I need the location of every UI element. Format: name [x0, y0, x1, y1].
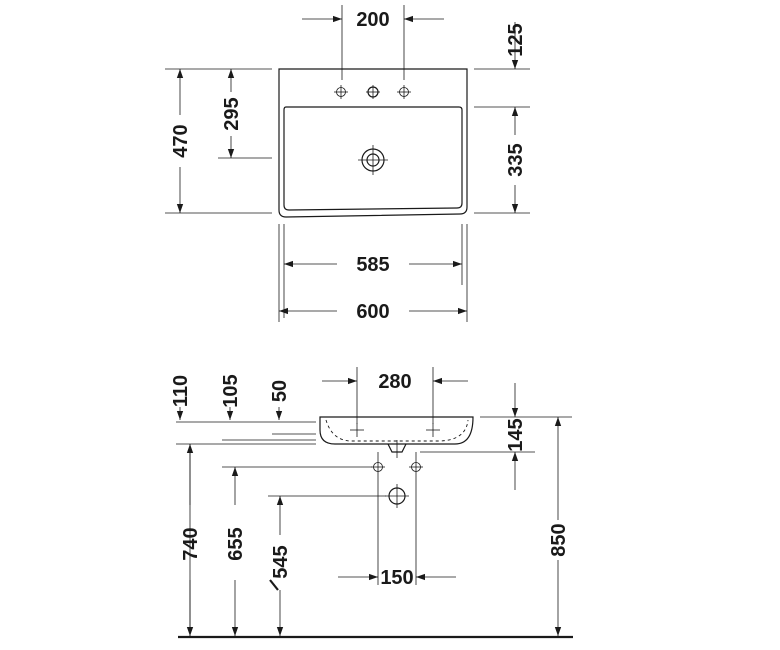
dim-150: 150	[338, 567, 456, 589]
dim-105-label: 105	[220, 374, 242, 407]
dim-585-label: 585	[356, 254, 389, 276]
basin-outline-front	[319, 416, 474, 445]
side-view: 280 145 850 110 105 50	[170, 367, 573, 639]
dim-600-label: 600	[356, 301, 389, 323]
tap-holes	[334, 85, 411, 99]
dim-125: 125	[474, 22, 530, 70]
dim-50: 50	[269, 380, 291, 420]
dim-200-label: 200	[356, 9, 389, 31]
dim-150-label: 150	[380, 567, 413, 589]
supply-connections	[371, 452, 423, 585]
dim-600: 600	[278, 224, 468, 323]
dim-50-label: 50	[269, 380, 291, 402]
dim-110: 110	[170, 375, 192, 420]
dim-850-label: 850	[548, 523, 570, 556]
dim-470: 470	[165, 68, 272, 214]
dim-125-label: 125	[505, 23, 527, 56]
dim-200: 200	[302, 5, 444, 80]
top-view: 200 125 335 470 295	[165, 5, 530, 323]
dim-280-label: 280	[378, 371, 411, 393]
basin-bowl-dashed	[325, 419, 469, 442]
drain-top	[358, 145, 388, 175]
waste-outlet	[385, 484, 409, 508]
dim-850: 850	[548, 417, 570, 636]
dim-110-label: 110	[170, 375, 192, 407]
dim-740: 740	[180, 444, 202, 636]
dim-545: 545	[269, 496, 292, 636]
front-tap-marks	[350, 423, 440, 437]
dim-145: 145	[420, 383, 572, 490]
dim-335-label: 335	[505, 143, 527, 176]
dim-545-label: 545	[270, 545, 292, 578]
dim-295-label: 295	[221, 97, 243, 130]
dim-470-label: 470	[170, 124, 192, 157]
dim-105: 105	[220, 374, 242, 420]
basin-bowl-top	[283, 106, 463, 211]
reference-lines-left	[176, 421, 386, 497]
dim-280: 280	[322, 367, 468, 424]
dim-655-label: 655	[225, 527, 247, 560]
dim-145-label: 145	[505, 418, 527, 451]
basin-outline-top	[278, 68, 468, 218]
dim-335: 335	[474, 106, 530, 214]
dim-585: 585	[283, 224, 463, 318]
dim-655: 655	[225, 467, 247, 636]
dim-740-label: 740	[180, 527, 202, 560]
dim-295: 295	[218, 69, 272, 159]
